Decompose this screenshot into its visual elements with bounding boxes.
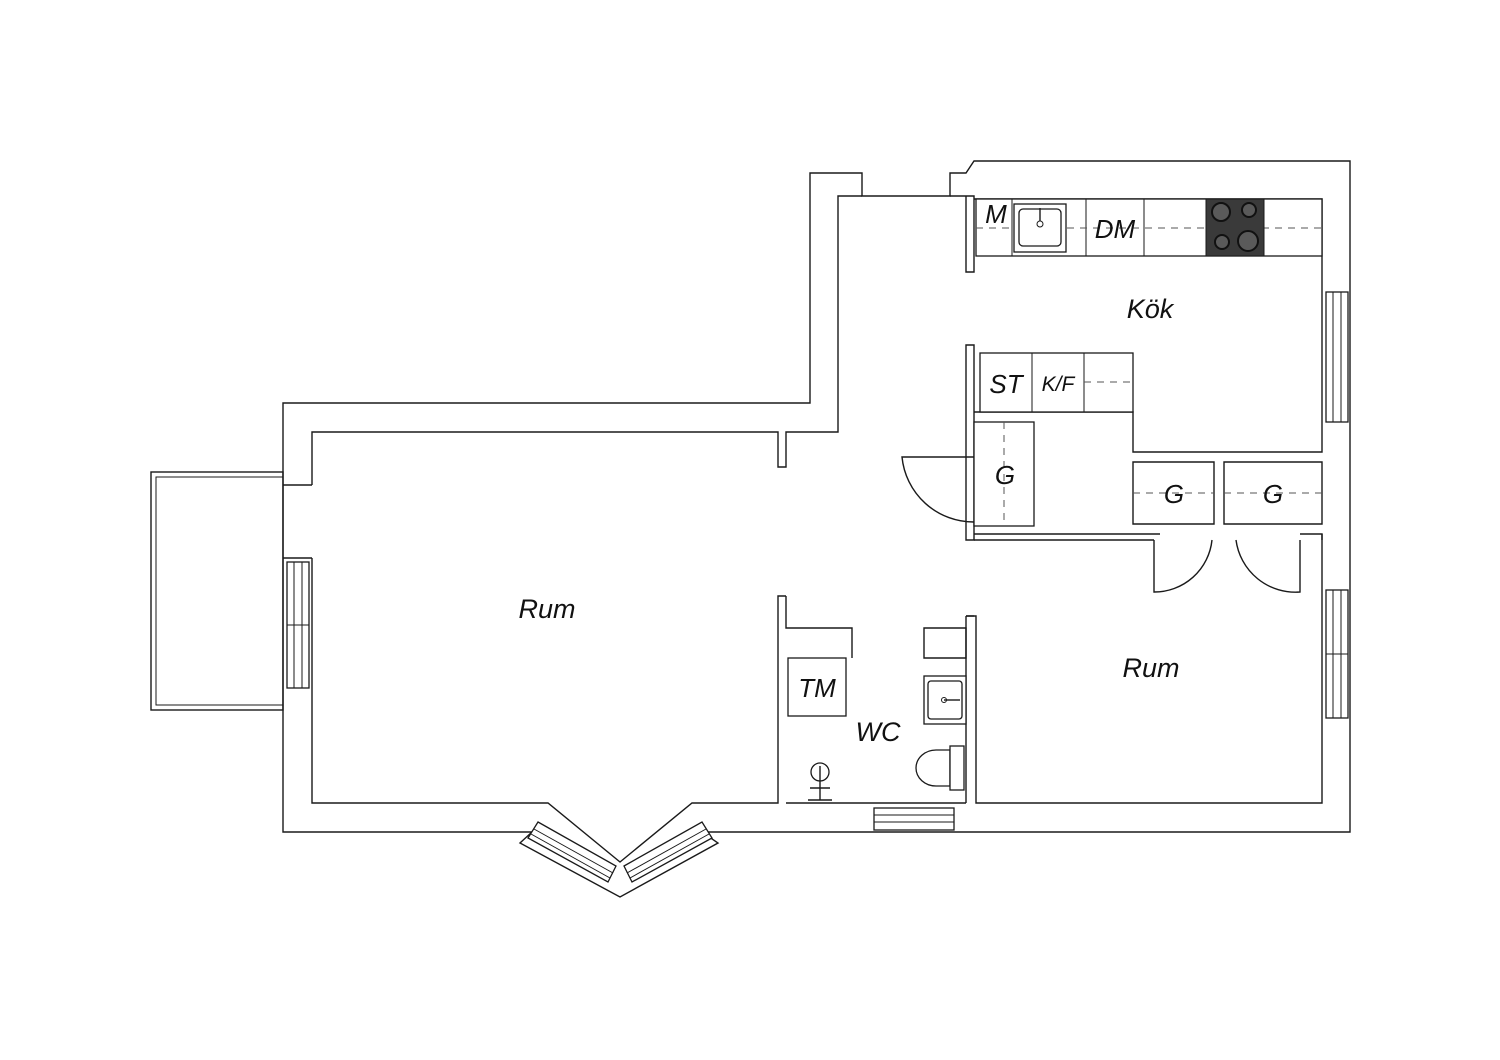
label-closet-2: G (1263, 479, 1283, 509)
room-label-bedroom: Rum (1122, 653, 1179, 683)
label-microwave: M (985, 199, 1007, 229)
window-bay-left (527, 821, 617, 883)
closet-door-1 (1153, 539, 1213, 593)
toilet (915, 745, 965, 791)
room-label-living: Rum (518, 594, 575, 624)
washer (787, 657, 847, 717)
window-bay-right (623, 821, 713, 883)
window-bedroom (1325, 589, 1349, 719)
closet-hall (901, 421, 1035, 527)
closet-door-2 (1235, 539, 1301, 593)
floor-drain (808, 762, 832, 801)
interior-walls (966, 461, 1323, 804)
sink (1013, 203, 1067, 253)
label-dishwasher: DM (1095, 214, 1136, 244)
window-left (286, 561, 310, 689)
room-label-kitchen: Kök (1127, 294, 1175, 324)
label-closet-1: G (1164, 479, 1184, 509)
window-wc (873, 807, 955, 831)
window-kitchen (1325, 291, 1349, 423)
appliance-block (979, 352, 1134, 413)
hob (1205, 198, 1265, 257)
label-fridge-freezer: K/F (1042, 373, 1076, 396)
label-stove: ST (989, 369, 1024, 399)
wc-sink (923, 675, 967, 725)
balcony (150, 471, 284, 711)
label-washer: TM (798, 673, 836, 703)
exterior-walls (282, 160, 1351, 898)
label-closet-hall: G (995, 460, 1015, 490)
room-label-wc: WC (856, 717, 901, 747)
